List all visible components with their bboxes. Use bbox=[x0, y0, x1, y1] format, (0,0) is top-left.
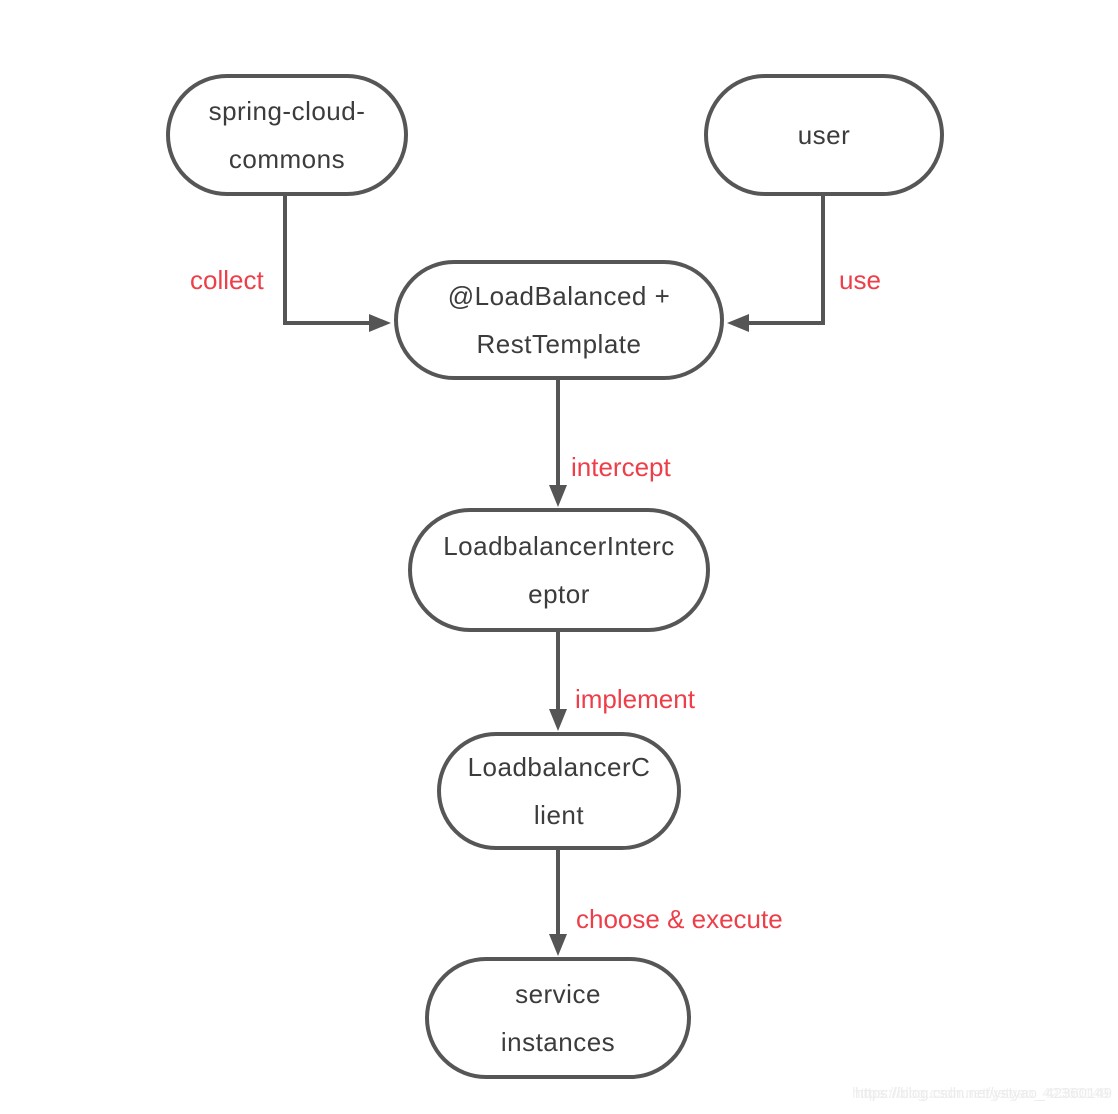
edge-use bbox=[747, 196, 825, 325]
node-loadbalancer-client-label: LoadbalancerC lient bbox=[467, 752, 651, 830]
edge-use-arrowhead-icon bbox=[727, 314, 749, 332]
node-loadbalanced-resttemplate: @LoadBalanced + RestTemplate bbox=[394, 260, 724, 380]
edge-intercept-arrowhead-icon bbox=[549, 485, 567, 507]
edge-label-use: use bbox=[839, 265, 881, 295]
node-loadbalancer-interceptor: LoadbalancerInterc eptor bbox=[408, 508, 710, 632]
node-user: user bbox=[704, 74, 944, 196]
node-loadbalancer-interceptor-label: LoadbalancerInterc eptor bbox=[443, 531, 675, 609]
watermark: https://blog.csdn.net/ystyao_42360149 bbox=[855, 1085, 1112, 1102]
node-service-instances-label: service instances bbox=[500, 979, 616, 1057]
edge-label-implement: implement bbox=[575, 684, 695, 714]
edge-collect bbox=[283, 196, 371, 325]
edge-collect-arrowhead-icon bbox=[369, 314, 391, 332]
edge-label-intercept: intercept bbox=[571, 452, 671, 482]
node-loadbalanced-resttemplate-label: @LoadBalanced + RestTemplate bbox=[447, 281, 671, 359]
edge-choose-execute-arrowhead-icon bbox=[549, 934, 567, 956]
node-spring-cloud-commons: spring-cloud- commons bbox=[166, 74, 408, 196]
edge-implement-arrowhead-icon bbox=[549, 709, 567, 731]
node-loadbalancer-client: LoadbalancerC lient bbox=[437, 732, 681, 850]
edge-label-choose-execute: choose & execute bbox=[576, 904, 783, 934]
node-service-instances: service instances bbox=[425, 957, 691, 1079]
node-user-label: user bbox=[797, 120, 851, 150]
edge-label-collect: collect bbox=[190, 265, 264, 295]
node-spring-cloud-commons-label: spring-cloud- commons bbox=[208, 96, 366, 174]
